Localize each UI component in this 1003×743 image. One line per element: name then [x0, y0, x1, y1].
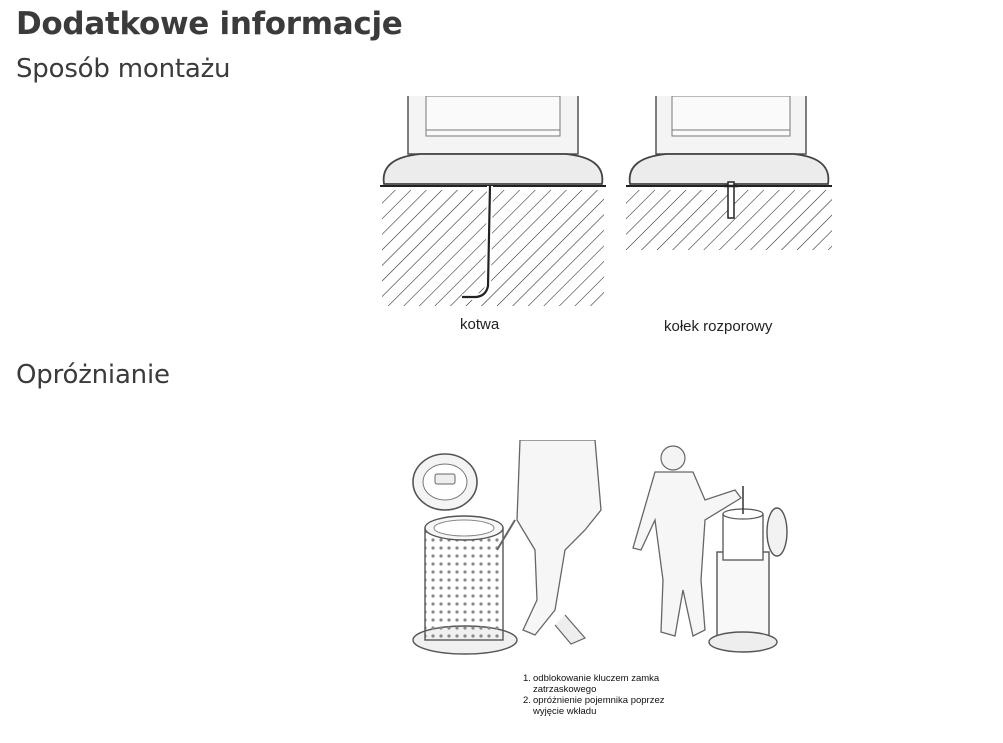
mounting-heading: Sposób montażu: [16, 54, 231, 84]
list-item: 1. odblokowanie kluczem zamka zatrzaskow…: [523, 673, 683, 695]
step-number: 1.: [523, 673, 531, 684]
step-text: opróżnienie pojemnika poprzez wyjęcie wk…: [533, 695, 665, 717]
page-title: Dodatkowe informacje: [16, 6, 403, 42]
anchor-caption: kotwa: [460, 316, 500, 333]
emptying-steps: 1. odblokowanie kluczem zamka zatrzaskow…: [523, 673, 683, 717]
emptying-heading: Opróżnianie: [16, 360, 170, 390]
emptying-illustration: [412, 440, 788, 655]
list-item: 2. opróżnienie pojemnika poprzez wyjęcie…: [523, 695, 683, 717]
step-number: 2.: [523, 695, 531, 706]
expansion-bolt-caption: kołek rozporowy: [664, 318, 773, 335]
step-text: odblokowanie kluczem zamka zatrzaskowego: [533, 673, 660, 695]
anchor-mount-illustration: [380, 96, 606, 306]
expansion-bolt-mount-illustration: [626, 96, 832, 250]
